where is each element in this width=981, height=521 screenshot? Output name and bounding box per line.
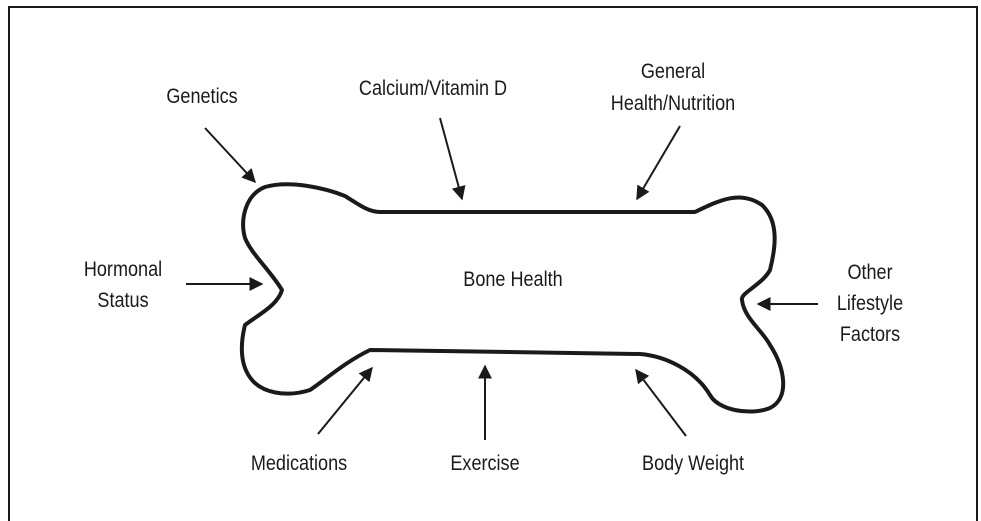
label-exercise: Exercise bbox=[450, 452, 519, 476]
arrow-general-health bbox=[637, 126, 680, 199]
label-hormonal-line2: Status bbox=[97, 289, 148, 313]
label-genetics: Genetics bbox=[166, 85, 237, 109]
label-other-line2: Lifestyle bbox=[837, 292, 903, 316]
arrow-calcium-vitamin-d bbox=[440, 118, 462, 199]
label-calcium-vitamin-d: Calcium/Vitamin D bbox=[359, 77, 507, 101]
label-general-health-line1: General bbox=[641, 60, 705, 84]
label-general-health-line2: Health/Nutrition bbox=[611, 92, 735, 116]
arrow-genetics bbox=[205, 128, 255, 182]
label-body-weight: Body Weight bbox=[642, 452, 745, 476]
bone-outline bbox=[242, 184, 783, 411]
label-other-line1: Other bbox=[847, 261, 893, 285]
label-medications: Medications bbox=[251, 452, 348, 476]
center-label: Bone Health bbox=[463, 268, 562, 292]
label-hormonal-line1: Hormonal bbox=[84, 258, 162, 282]
arrow-body-weight bbox=[636, 370, 686, 436]
label-other-line3: Factors bbox=[840, 323, 900, 347]
